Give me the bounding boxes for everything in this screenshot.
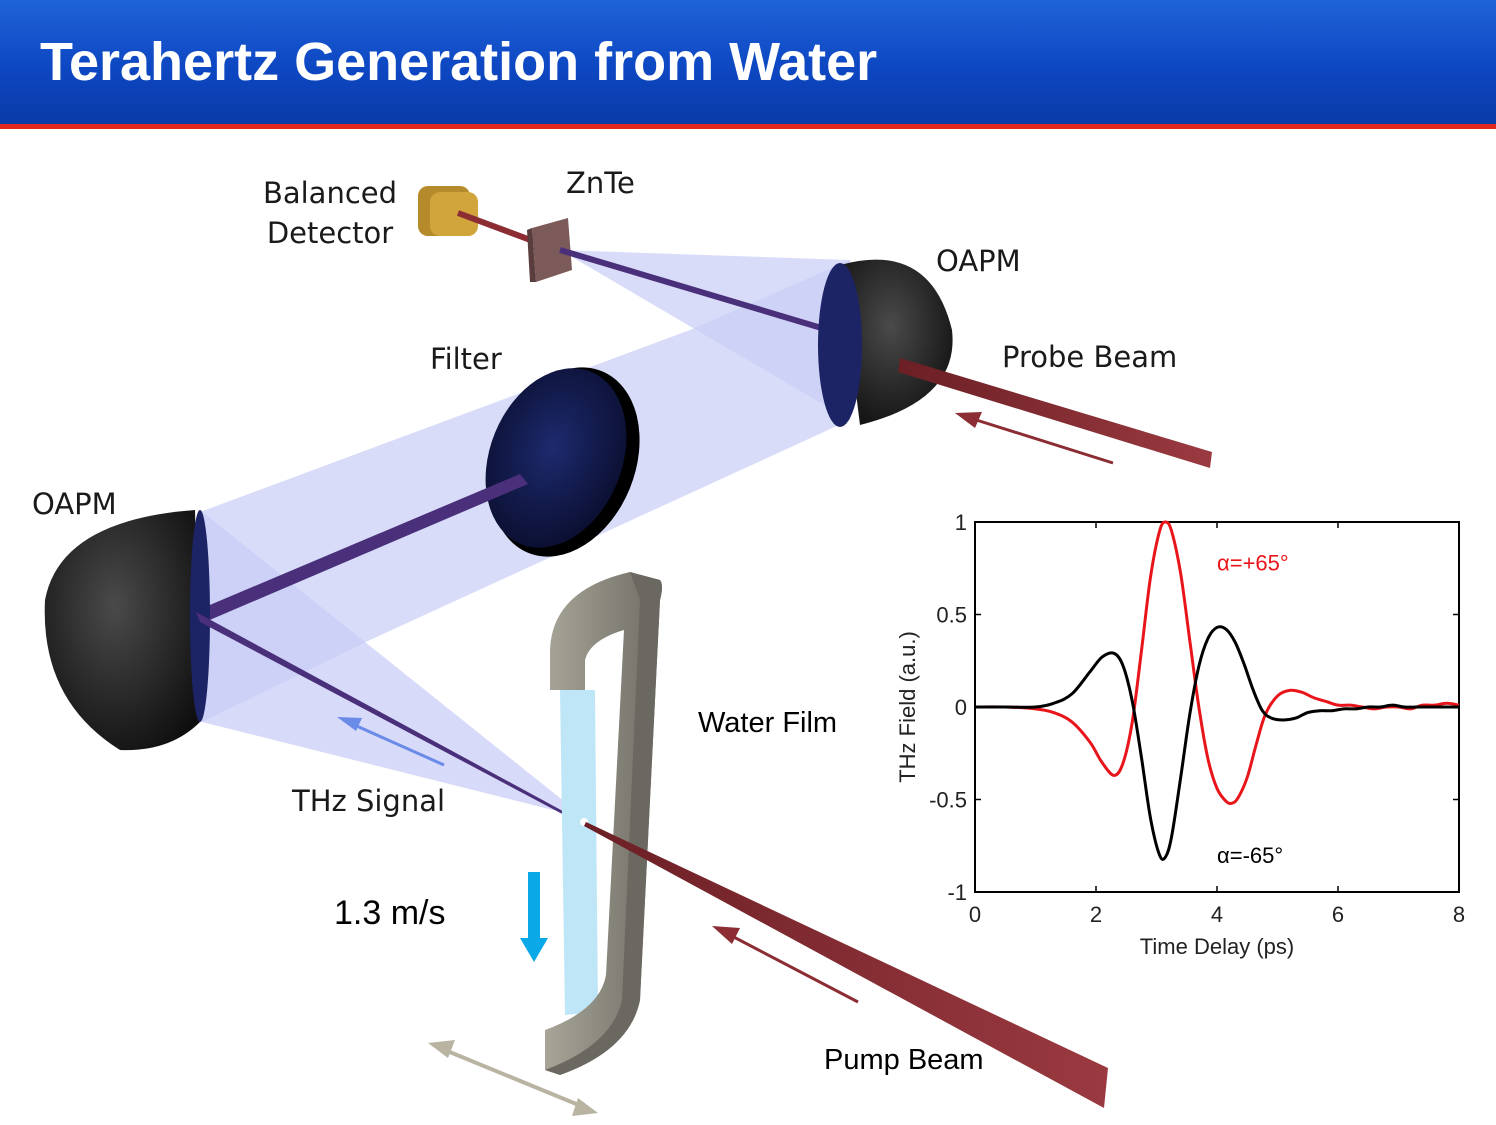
y-tick-label: -1 [947,880,967,905]
series-annotation: α=-65° [1217,843,1283,868]
series-line-positive [974,520,1460,806]
probe-beam [898,358,1212,468]
x-tick-label: 0 [969,902,981,927]
y-tick-label: 0 [955,695,967,720]
label-filter: Filter [430,342,502,376]
label-balanced-detector-2: Detector [266,216,394,250]
title-rule [0,124,1496,129]
x-tick-label: 6 [1332,902,1344,927]
x-tick-label: 4 [1211,902,1223,927]
y-axis-label: THz Field (a.u.) [895,631,920,783]
filter-disk [485,367,640,557]
pump-beam [584,822,1108,1108]
title-bar [0,0,1496,124]
translation-arrow [428,1040,598,1116]
probe-direction-arrow [955,412,1114,465]
thz-line-emission [196,612,585,826]
water-flow-arrow [520,872,548,962]
znte-crystal [527,218,572,282]
label-oapm-left: OAPM [32,487,117,521]
label-oapm-top: OAPM [936,244,1021,278]
label-water-film: Water Film [698,707,838,739]
thz-cone-focus [560,250,850,420]
label-probe-beam: Probe Beam [1002,340,1178,374]
y-tick-label: 1 [955,510,967,535]
x-tick-label: 2 [1090,902,1102,927]
pump-direction-arrow [712,926,859,1004]
y-tick-label: 0.5 [936,603,967,628]
series-annotation: α=+65° [1217,551,1289,576]
slide-title: Terahertz Generation from Water [40,32,878,92]
label-balanced-detector-1: Balanced [262,176,398,210]
series-line-negative [975,625,1459,861]
balanced-detector [418,186,478,236]
x-tick-label: 8 [1453,902,1465,927]
label-pump-beam: Pump Beam [824,1044,984,1076]
thz-signal-arrow [337,717,445,767]
x-axis-label: Time Delay (ps) [1140,934,1294,959]
label-thz-signal: THz Signal [292,784,446,818]
thz-line-left [198,474,528,622]
label-speed: 1.3 m/s [334,894,446,932]
thz-line-to-znte [559,247,856,341]
label-znte: ZnTe [566,166,635,200]
y-tick-label: -0.5 [929,788,967,813]
oapm-right-mirror [818,259,953,427]
